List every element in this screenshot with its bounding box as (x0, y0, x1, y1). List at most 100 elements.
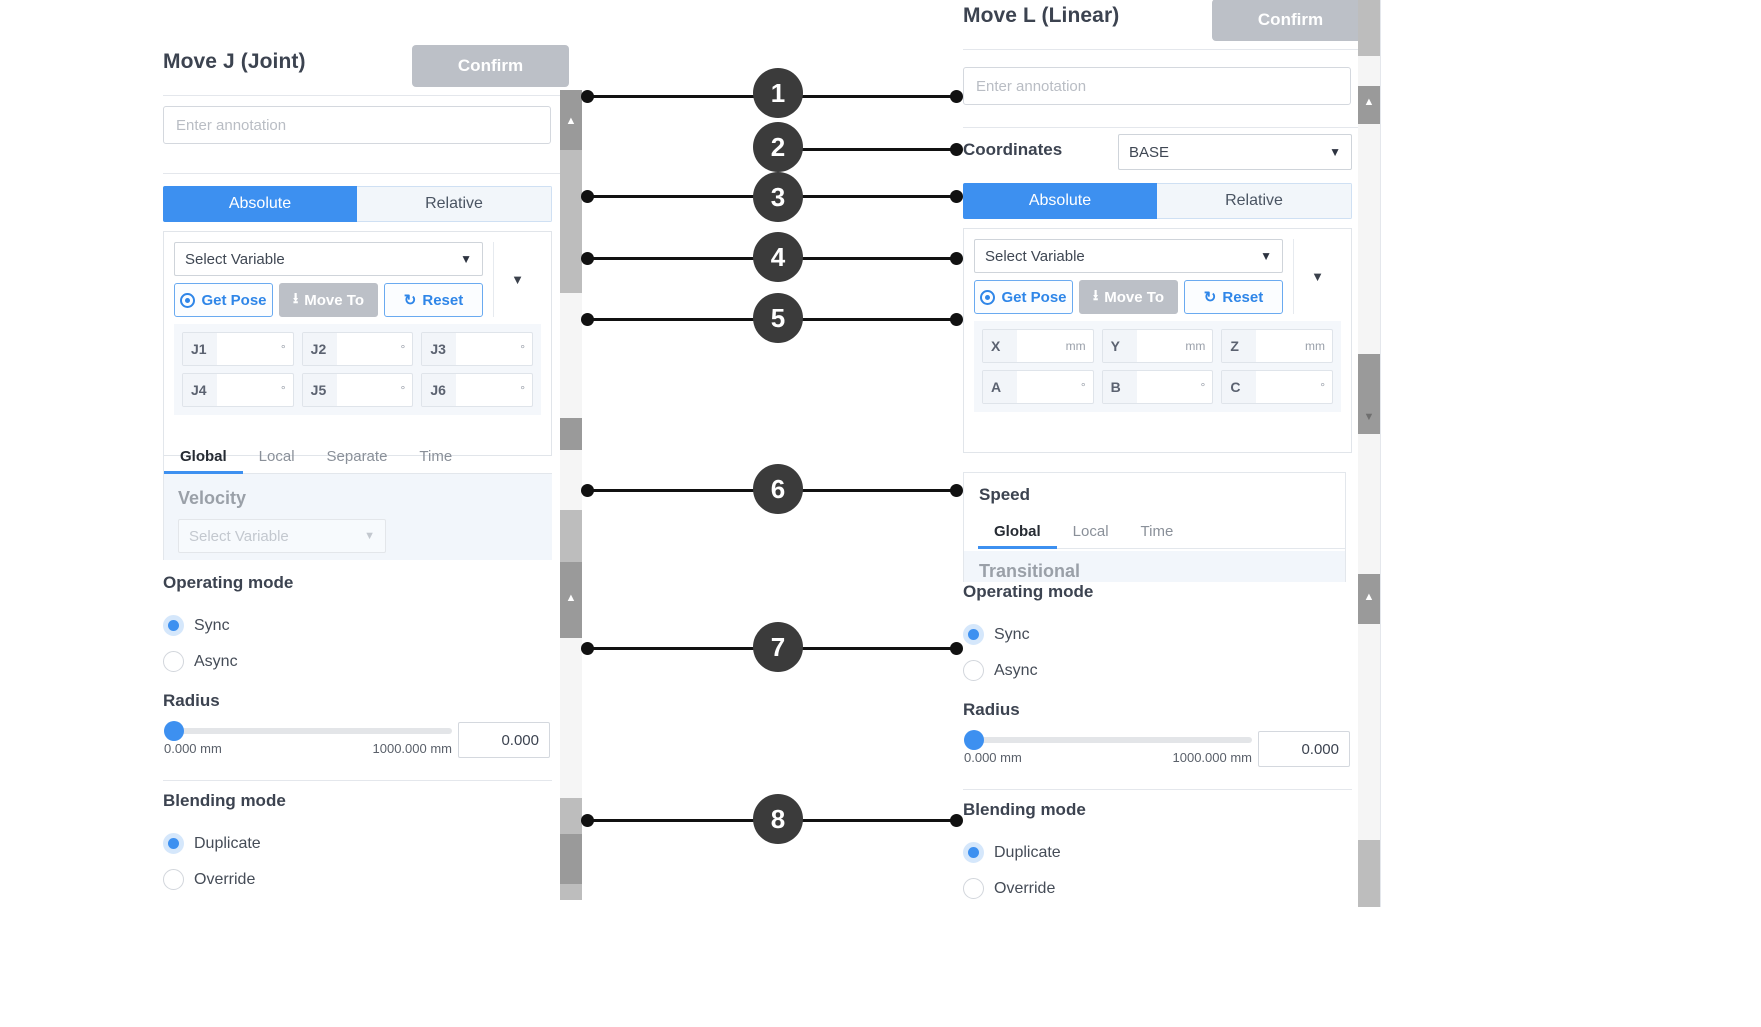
tab-global[interactable]: Global (164, 440, 243, 474)
radio-override-indicator[interactable] (963, 878, 984, 899)
slider-knob[interactable] (964, 730, 984, 750)
tab-local[interactable]: Local (1072, 523, 1109, 540)
move-j-annotation-input[interactable] (163, 106, 551, 144)
scrollbar-track-segment[interactable] (1358, 124, 1380, 354)
tab-absolute[interactable]: Absolute (963, 183, 1157, 219)
tab-absolute[interactable]: Absolute (163, 186, 357, 222)
scrollbar-track-segment[interactable] (560, 798, 582, 834)
radio-sync-label: Sync (194, 616, 230, 634)
move-l-variable-select[interactable]: Select Variable ▼ (974, 239, 1283, 273)
move-l-radius-value-input[interactable]: 0.000 (1258, 731, 1350, 767)
velocity-variable-select[interactable]: Select Variable ▼ (178, 519, 386, 553)
tab-relative[interactable]: Relative (1157, 183, 1352, 219)
download-icon: ⭳ (1093, 286, 1099, 304)
joint-label: J4 (183, 374, 217, 406)
radio-override[interactable]: Override (163, 869, 255, 890)
reset-button[interactable]: ↻ Reset (384, 283, 483, 317)
radio-sync[interactable]: Sync (163, 615, 230, 636)
move-l-annotation-input[interactable] (963, 67, 1351, 105)
move-j-radius-slider[interactable]: 0.000 mm 1000.000 mm (164, 721, 452, 756)
move-j-scrollbar[interactable]: ▲ ▲ (560, 90, 582, 900)
tab-relative[interactable]: Relative (357, 186, 552, 222)
slider-track[interactable] (964, 730, 1252, 750)
scrollbar-track-segment[interactable] (560, 150, 582, 293)
joint-field-j4[interactable]: J4 ° (182, 373, 294, 407)
move-j-radius-value-input[interactable]: 0.000 (458, 722, 550, 758)
move-l-confirm-button[interactable]: Confirm (1212, 0, 1369, 41)
move-j-variable-select[interactable]: Select Variable ▼ (174, 242, 483, 276)
move-to-button[interactable]: ⭳ Move To (279, 283, 378, 317)
chevron-down-icon[interactable]: ▼ (511, 272, 524, 287)
radio-duplicate[interactable]: Duplicate (163, 833, 261, 854)
get-pose-label: Get Pose (201, 291, 267, 309)
radio-async[interactable]: Async (963, 660, 1038, 681)
chevron-down-icon[interactable]: ▼ (1311, 269, 1324, 284)
reset-button[interactable]: ↻ Reset (1184, 280, 1283, 314)
tab-time[interactable]: Time (419, 448, 453, 465)
radio-override-indicator[interactable] (163, 869, 184, 890)
radio-sync-label: Sync (994, 625, 1030, 643)
scrollbar-track-segment[interactable] (560, 293, 582, 418)
callout-dot-right-7 (950, 642, 963, 655)
scrollbar-thumb[interactable] (560, 90, 582, 150)
scrollbar-thumb[interactable] (1358, 86, 1380, 124)
scroll-up-arrow[interactable]: ▲ (1363, 96, 1375, 108)
coordinates-select[interactable]: BASE ▼ (1118, 134, 1352, 170)
tab-global[interactable]: Global (978, 515, 1057, 549)
radio-async-indicator[interactable] (963, 660, 984, 681)
joint-field-j6[interactable]: J6 ° (421, 373, 534, 407)
scroll-up-arrow[interactable]: ▲ (565, 592, 577, 604)
radio-sync-indicator[interactable] (963, 624, 984, 645)
move-to-button[interactable]: ⭳ Move To (1079, 280, 1178, 314)
pose-field-b[interactable]: B ° (1101, 370, 1214, 404)
radio-duplicate[interactable]: Duplicate (963, 842, 1061, 863)
tab-time[interactable]: Time (1140, 523, 1174, 540)
pose-field-c[interactable]: C ° (1221, 370, 1334, 404)
joint-field-j3[interactable]: J3 ° (421, 332, 534, 366)
get-pose-button[interactable]: Get Pose (174, 283, 273, 317)
scrollbar-track-segment[interactable] (560, 450, 582, 510)
scrollbar-thumb[interactable] (560, 418, 582, 450)
scrollbar-track-segment[interactable] (1358, 434, 1380, 574)
joint-field-j2[interactable]: J2 ° (301, 332, 414, 366)
scroll-up-arrow[interactable]: ▲ (1363, 591, 1375, 603)
pose-field-z[interactable]: Z mm (1221, 329, 1334, 363)
callout-5: 5 (753, 293, 803, 343)
pose-field-x[interactable]: X mm (982, 329, 1094, 363)
variable-select-value: Select Variable (985, 247, 1085, 265)
scroll-down-arrow[interactable]: ▼ (1363, 411, 1375, 423)
callout-8: 8 (753, 794, 803, 844)
joint-field-j1[interactable]: J1 ° (182, 332, 294, 366)
scrollbar-track-segment[interactable] (1358, 840, 1380, 907)
scrollbar-thumb[interactable] (1358, 354, 1380, 434)
radio-async-indicator[interactable] (163, 651, 184, 672)
slider-knob[interactable] (164, 721, 184, 741)
scrollbar-thumb[interactable] (1358, 574, 1380, 624)
scrollbar-track-segment[interactable] (1358, 624, 1380, 840)
move-l-radius-slider[interactable]: 0.000 mm 1000.000 mm (964, 730, 1252, 765)
radio-sync[interactable]: Sync (963, 624, 1030, 645)
scrollbar-track-segment[interactable] (560, 510, 582, 562)
tab-separate[interactable]: Separate (326, 448, 388, 465)
scrollbar-thumb[interactable] (560, 834, 582, 884)
slider-track[interactable] (164, 721, 452, 741)
get-pose-button[interactable]: Get Pose (974, 280, 1073, 314)
pose-field-y[interactable]: Y mm (1101, 329, 1214, 363)
scroll-up-arrow[interactable]: ▲ (565, 115, 577, 127)
joint-field-j5[interactable]: J5 ° (301, 373, 414, 407)
move-j-confirm-button[interactable]: Confirm (412, 45, 569, 87)
pose-field-a[interactable]: A ° (982, 370, 1094, 404)
scrollbar-track-segment[interactable] (1358, 0, 1380, 56)
radio-sync-indicator[interactable] (163, 615, 184, 636)
scrollbar-track-segment[interactable] (560, 884, 582, 900)
joint-label: J2 (302, 333, 337, 365)
scrollbar-track-segment[interactable] (1358, 56, 1380, 86)
move-l-scrollbar[interactable]: ▲ ▼ ▲ (1358, 0, 1380, 907)
scrollbar-track-segment[interactable] (560, 638, 582, 798)
radio-override[interactable]: Override (963, 878, 1055, 899)
radio-duplicate-indicator[interactable] (963, 842, 984, 863)
radio-duplicate-indicator[interactable] (163, 833, 184, 854)
scrollbar-thumb[interactable] (560, 562, 582, 638)
radio-async[interactable]: Async (163, 651, 238, 672)
tab-local[interactable]: Local (258, 448, 295, 465)
